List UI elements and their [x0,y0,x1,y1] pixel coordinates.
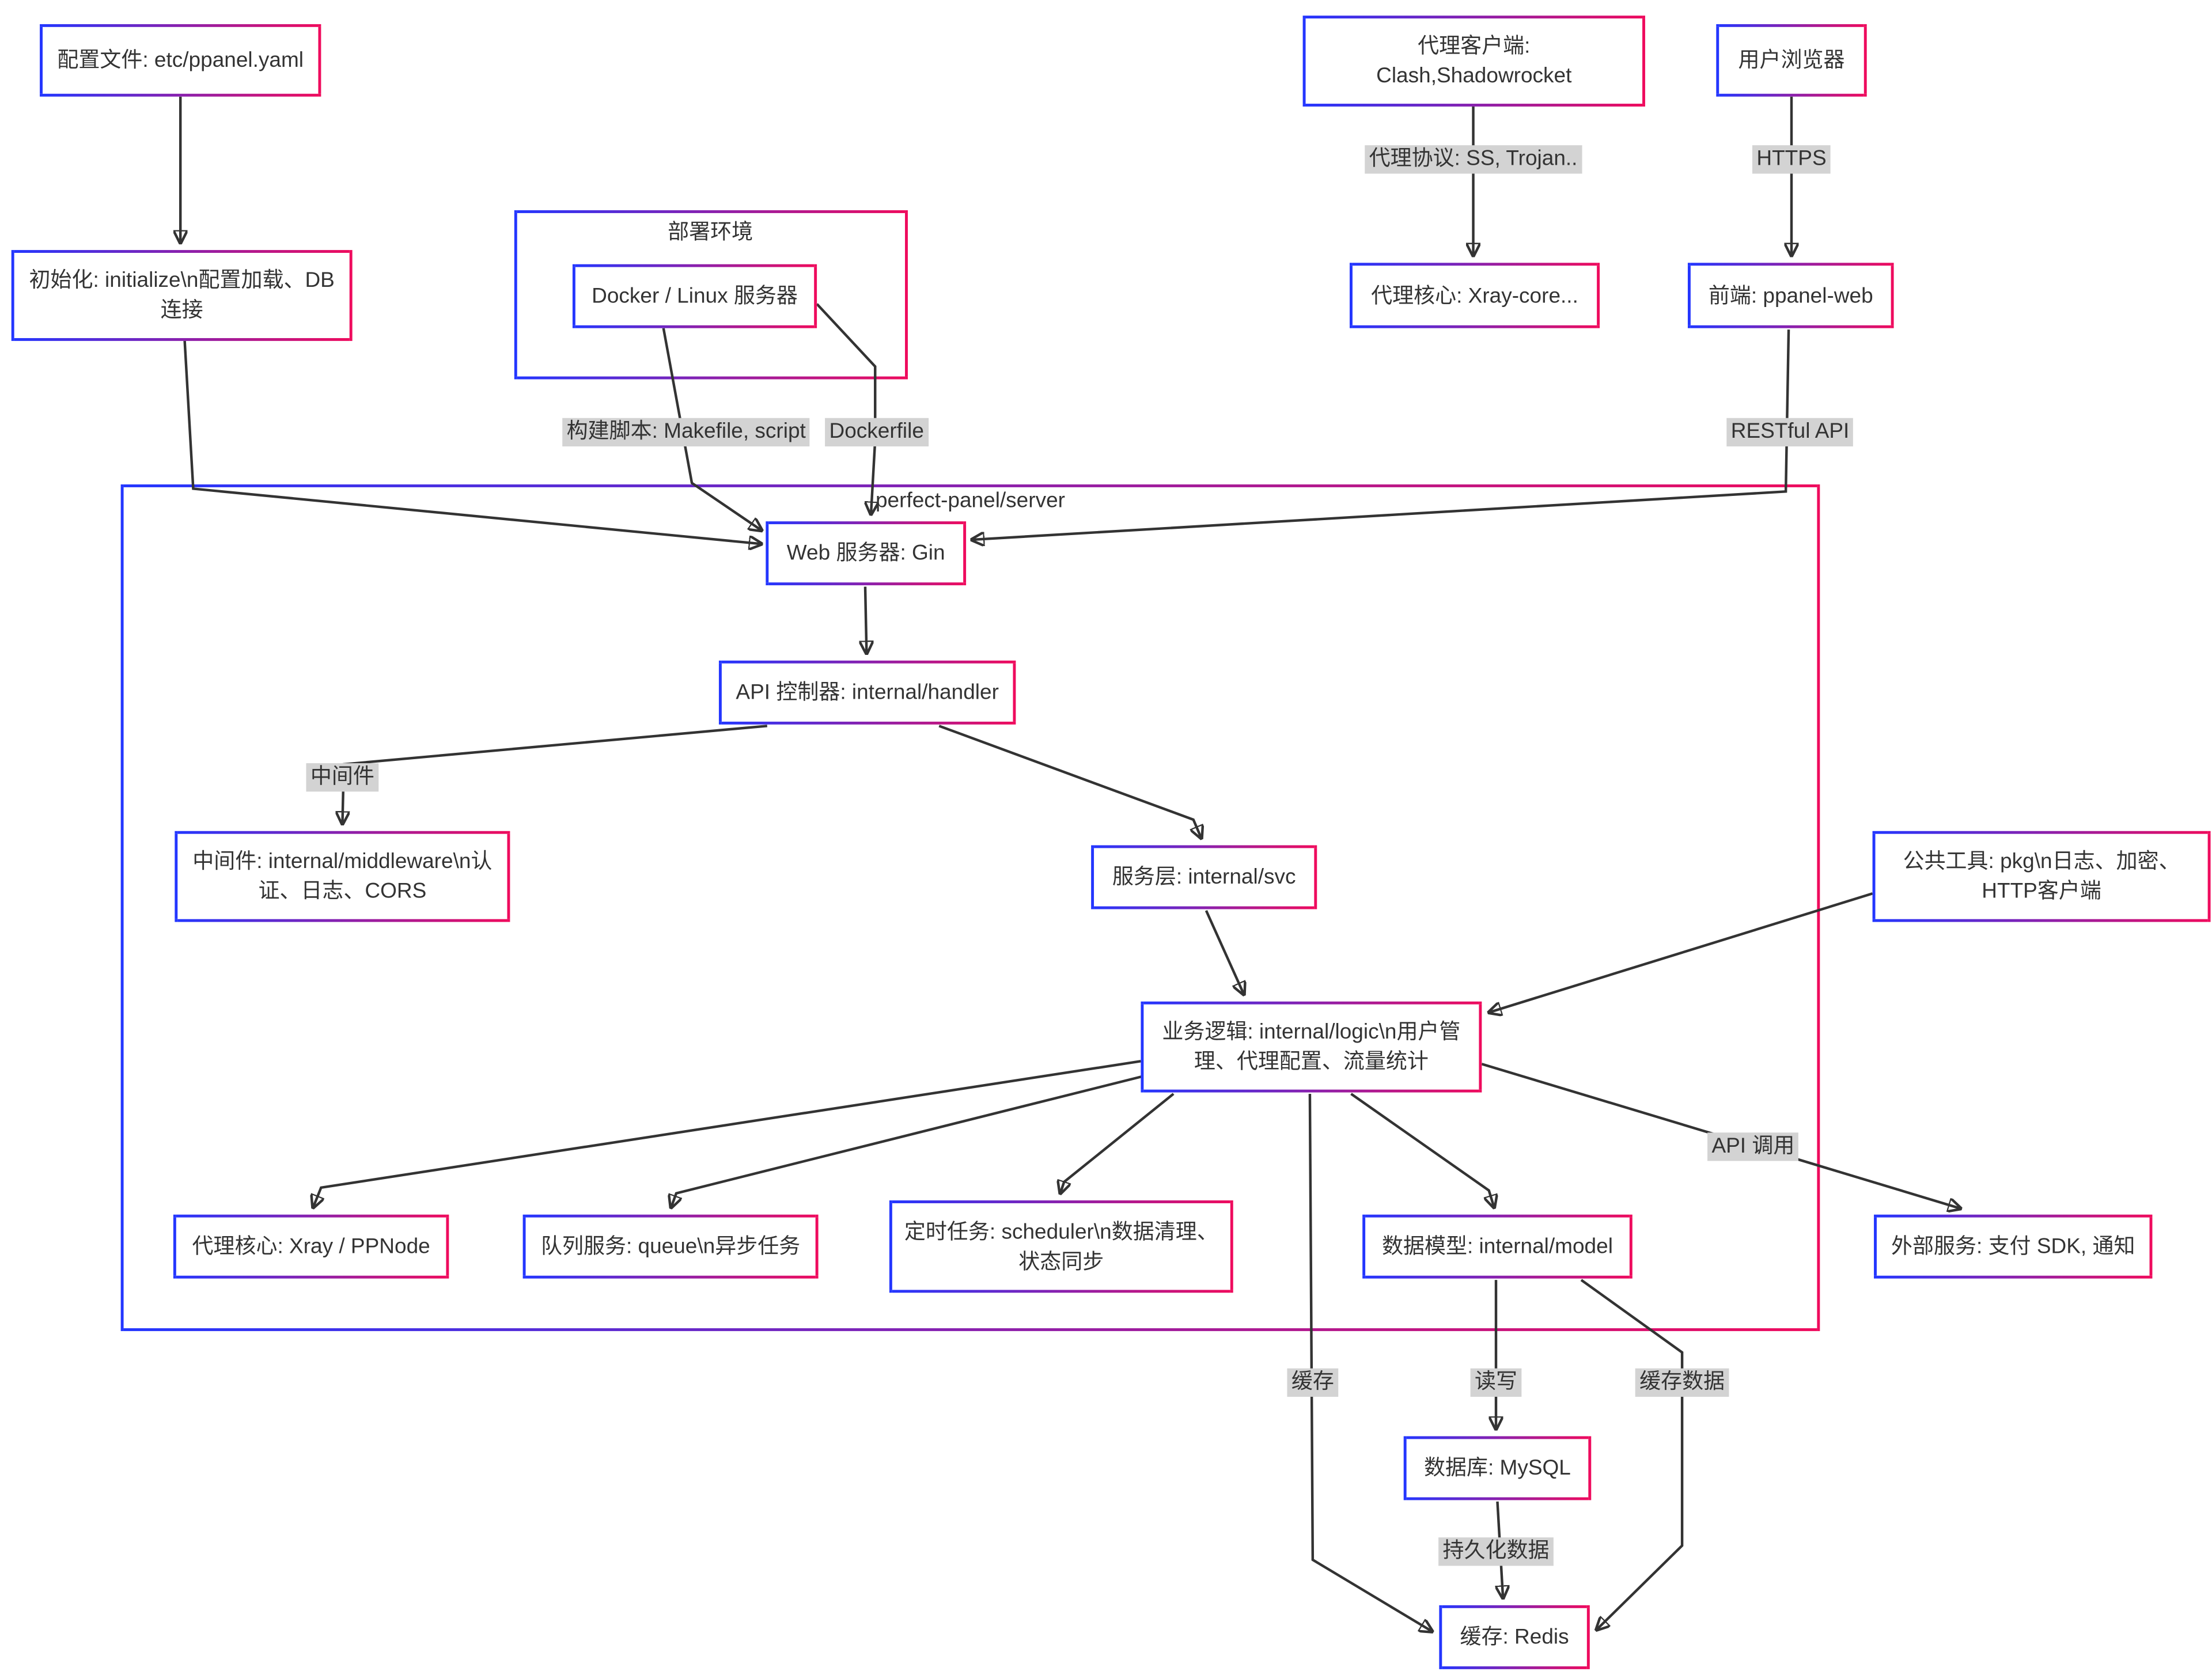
edge-docker-gin-dockerfile [816,303,875,516]
edge-logic-scheduler [1060,1093,1175,1195]
edge-label-persist: 持久化数据 [1438,1537,1554,1566]
edge-label-read-write: 读写 [1470,1368,1522,1396]
node-cache-redis: 缓存: Redis [1439,1605,1590,1669]
edge-init-gin [183,340,763,544]
edge-handler-middleware [342,725,768,825]
node-proxy-client: 代理客户端: Clash,Shadowrocket [1302,16,1645,107]
edge-pkg-logic [1487,892,1873,1013]
edge-svc-logic [1205,909,1245,996]
deploy-container-label: 部署环境 [668,220,753,245]
node-frontend-ppanel-web: 前端: ppanel-web [1687,263,1894,328]
node-middleware: 中间件: internal/middleware\n认证、日志、CORS [175,831,510,922]
edge-label-build-script: 构建脚本: Makefile, script [562,418,810,446]
node-user-browser: 用户浏览器 [1716,24,1867,97]
node-config-file: 配置文件: etc/ppanel.yaml [40,24,321,97]
node-data-model: 数据模型: internal/model [1362,1214,1633,1279]
edge-label-cache: 缓存 [1287,1368,1339,1396]
edge-docker-gin-buildscript [662,328,763,532]
node-proxy-core-ppnode: 代理核心: Xray / PPNode [173,1214,449,1279]
node-initialize: 初始化: initialize\n配置加载、DB连接 [11,250,353,341]
edge-frontend-gin [970,329,1790,540]
edge-label-proxy-protocol: 代理协议: SS, Trojan.. [1365,145,1582,173]
node-api-controller-handler: API 控制器: internal/handler [718,660,1016,725]
edge-handler-svc [938,725,1202,839]
node-proxy-core-xray: 代理核心: Xray-core... [1349,263,1600,328]
node-database-mysql: 数据库: MySQL [1403,1436,1592,1500]
node-external-services: 外部服务: 支付 SDK, 通知 [1874,1214,2153,1279]
edge-gin-handler [865,586,866,655]
edge-label-restful-api: RESTful API [1726,418,1854,446]
edge-label-middleware: 中间件 [306,763,379,791]
node-business-logic: 业务逻辑: internal/logic\n用户管理、代理配置、流量统计 [1141,1001,1482,1093]
edge-logic-xrayppnode [313,1060,1141,1208]
node-web-server-gin: Web 服务器: Gin [766,521,967,586]
edge-label-api-call: API 调用 [1707,1132,1799,1161]
edge-logic-queue [671,1074,1147,1209]
node-docker-linux-server: Docker / Linux 服务器 [572,264,817,328]
node-queue-service: 队列服务: queue\n异步任务 [522,1214,819,1279]
server-container-label: perfect-panel/server [875,488,1065,513]
edge-label-dockerfile: Dockerfile [825,418,929,446]
edge-label-cache-data: 缓存数据 [1635,1368,1729,1396]
edge-label-https: HTTPS [1752,145,1831,173]
edge-logic-model [1350,1093,1494,1209]
node-scheduler: 定时任务: scheduler\n数据清理、状态同步 [889,1200,1233,1293]
edge-logic-redis-cache [1308,1094,1434,1632]
edge-model-redis-cachedata [1580,1279,1684,1631]
node-common-tools-pkg: 公共工具: pkg\n日志、加密、HTTP客户端 [1872,831,2211,922]
node-service-layer-svc: 服务层: internal/svc [1091,845,1317,909]
